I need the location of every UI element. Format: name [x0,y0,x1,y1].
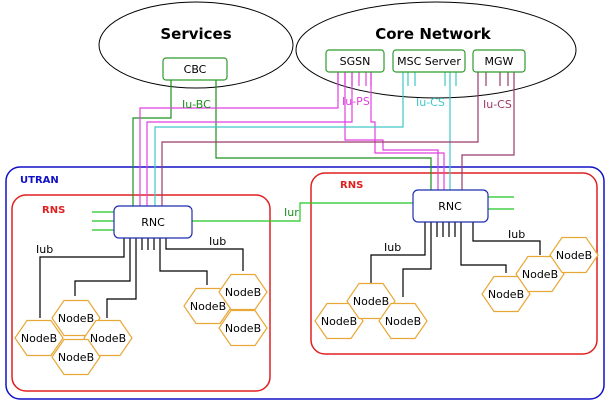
nodeb-hexagon [14,319,64,357]
nodeb-hexagon [218,309,268,347]
nodeb-label: NodeB [385,315,421,328]
cbc-node: CBC [162,57,228,81]
nodeb-label: NodeB [190,300,226,313]
iu-bc-label: Iu-BC [182,98,211,111]
nodeb-label: NodeB [225,286,261,299]
nodeb-label: NodeB [488,288,524,301]
core-connector-stubs [337,72,509,86]
msc-server-label: MSC Server [397,55,461,68]
iu-cs-mgw-label: Iu-CS [483,98,512,111]
nodeb-hexagon [378,302,428,340]
services-title: Services [160,25,231,43]
iub-left-label-1: Iub [36,243,53,256]
iur-label: Iur [284,206,299,219]
nodeb-hexagon [83,319,133,357]
mgw-label: MGW [485,55,514,68]
nodeb-label: NodeB [58,351,94,364]
sgsn-node: SGSN [325,49,385,73]
msc-server-node: MSC Server [392,49,466,73]
nodeb-hexagon [51,338,101,376]
nodeb-label: NodeB [522,268,558,281]
nodeb-hexagon [218,273,268,311]
cbc-label: CBC [184,63,207,76]
iu-cs-msc-label: Iu-CS [416,96,445,109]
nodeb-hexagon [549,236,599,274]
utran-label: UTRAN [20,175,59,186]
rnc-right-node: RNC [412,189,489,223]
iu-bc-links [132,80,432,207]
iub-links-left [39,238,244,318]
nodeb-label: NodeB [225,322,261,335]
rns-right-region [310,172,598,355]
utran-region [5,166,605,400]
iu-cs-msc-links [154,72,451,207]
nodeb-label: NodeB [21,332,57,345]
sgsn-label: SGSN [340,55,371,68]
rnc-right-label: RNC [438,200,462,213]
mgw-node: MGW [472,49,526,73]
rns-left-label: RNS [42,205,65,216]
nodeb-label: NodeB [90,332,126,345]
rns-left-region [11,194,271,392]
rnc-left-node: RNC [113,205,193,239]
iub-left-label-2: Iub [209,235,226,248]
iu-ps-links [139,72,445,207]
iur-link [192,202,413,222]
iub-right-label-1: Iub [384,241,401,254]
iu-cs-mgw-links [161,72,515,207]
nodeb-label: NodeB [353,295,389,308]
nodeb-label: NodeB [58,312,94,325]
iub-links-right [370,222,541,297]
rnc-left-label: RNC [141,216,165,229]
iub-right-label-2: Iub [508,228,525,241]
services-cloud: Services [98,1,294,89]
core-network-title: Core Network [375,25,492,43]
nodeb-label: NodeB [556,249,592,262]
nodeb-hexagon [183,287,233,325]
nodeb-label: NodeB [321,315,357,328]
iu-ps-label: Iu-PS [342,95,370,108]
rnc-side-stubs [92,196,514,231]
rns-right-label: RNS [340,180,363,191]
